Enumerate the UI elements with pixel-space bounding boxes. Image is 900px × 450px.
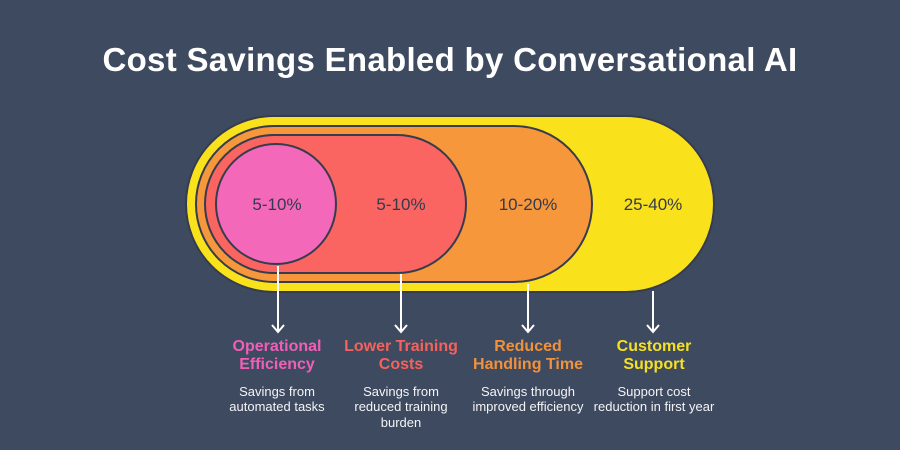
category-description: Savings through improved efficiency: [472, 383, 584, 415]
circle-operational-efficiency: [215, 143, 337, 265]
category-title: Lower Training Costs: [344, 338, 458, 374]
page-title: Cost Savings Enabled by Conversational A…: [102, 41, 798, 78]
down-arrow-icon-2: [394, 274, 408, 334]
category-reduced-handling-time: Reduced Handling Time Savings through im…: [448, 338, 608, 415]
down-arrow-icon-3: [521, 284, 535, 334]
value-label-reduced-handling-time: 10-20%: [499, 195, 558, 214]
down-arrow-icon-1: [271, 266, 285, 334]
category-description: Savings from reduced training burden: [354, 383, 448, 430]
value-label-operational-efficiency: 5-10%: [252, 195, 301, 214]
connector-arrows: [271, 266, 660, 334]
category-customer-support: Customer Support Support cost reduction …: [574, 338, 734, 415]
category-title: Operational Efficiency: [232, 338, 322, 374]
value-label-lower-training-costs: 5-10%: [376, 195, 425, 214]
category-title: Reduced Handling Time: [473, 338, 583, 374]
category-description: Savings from automated tasks: [229, 383, 325, 415]
category-description: Support cost reduction in first year: [593, 383, 715, 415]
value-label-customer-support: 25-40%: [624, 195, 683, 214]
category-operational-efficiency: Operational Efficiency Savings from auto…: [197, 338, 357, 415]
down-arrow-icon-4: [646, 291, 660, 334]
category-title: Customer Support: [616, 338, 692, 374]
category-lower-training-costs: Lower Training Costs Savings from reduce…: [321, 338, 481, 431]
